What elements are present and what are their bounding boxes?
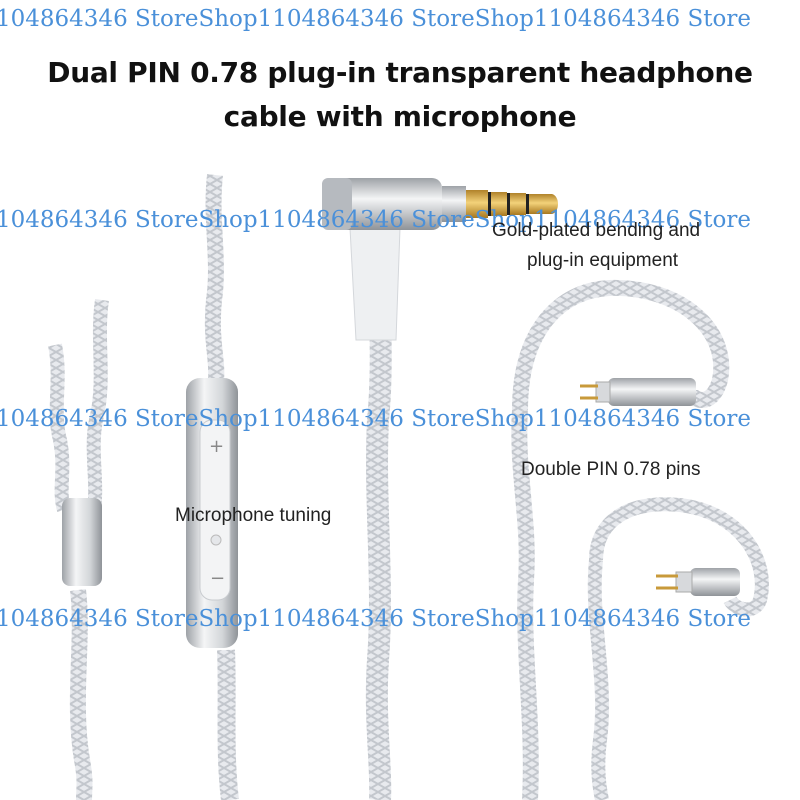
- watermark-row-2: 104864346 StoreShop1104864346 StoreShop1…: [0, 207, 751, 233]
- watermark-row-3: 104864346 StoreShop1104864346 StoreShop1…: [0, 406, 751, 432]
- left-wire-ends: [48, 298, 109, 800]
- mic-plus-icon: +: [209, 436, 225, 457]
- plug-label-line-1: Gold-plated bending and: [492, 220, 701, 241]
- pin-connector-upper: [580, 378, 696, 406]
- mic-minus-icon: −: [210, 568, 226, 589]
- microphone-label: Microphone tuning: [175, 505, 332, 526]
- pin-connector-lower: [656, 568, 740, 596]
- pins-label: Double PIN 0.78 pins: [521, 459, 701, 480]
- splitter: [62, 498, 102, 586]
- watermark-row-1: 104864346 StoreShop1104864346 StoreShop1…: [0, 6, 751, 32]
- main-cable-left: [204, 174, 239, 800]
- page-title-line-1: Dual PIN 0.78 plug-in transparent headph…: [47, 56, 753, 89]
- right-cable-loops: [511, 279, 769, 800]
- microphone-controller: [186, 378, 238, 648]
- mic-hole-icon: [210, 534, 222, 546]
- audio-plug: [322, 178, 558, 800]
- page-title-line-2: cable with microphone: [223, 100, 577, 133]
- watermark-row-4: 104864346 StoreShop1104864346 StoreShop1…: [0, 606, 751, 632]
- plug-label-line-2: plug-in equipment: [527, 250, 679, 271]
